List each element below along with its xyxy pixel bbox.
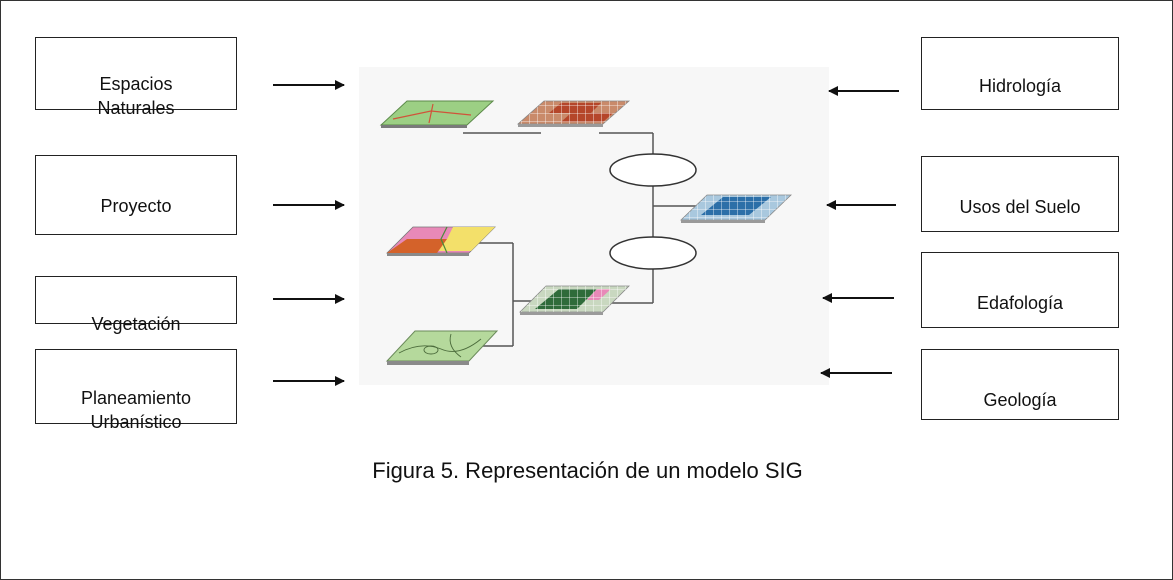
overlay-operator-lower (609, 236, 697, 270)
input-label: Hidrología (978, 76, 1062, 96)
input-box-usos-del-suelo: Usos del Suelo (921, 156, 1119, 232)
raster-layer-blue (680, 194, 792, 223)
input-label: Proyecto (100, 196, 172, 216)
raster-layer-red (516, 100, 631, 127)
input-label: Espacios Naturales (97, 74, 175, 118)
input-label: Usos del Suelo (959, 197, 1081, 217)
overlay-operator-upper (609, 153, 697, 187)
input-box-edafologia: Edafología (921, 252, 1119, 328)
raster-layer-green (519, 285, 630, 315)
input-box-hidrologia: Hidrología (921, 37, 1119, 110)
input-box-planeamiento-urbanistico: Planeamiento Urbanístico (35, 349, 237, 432)
overlay-connectors (463, 132, 701, 347)
figure-caption: Figura 5. Representación de un modelo SI… (372, 458, 803, 483)
input-box-geologia: Geología (921, 349, 1119, 420)
input-label: Vegetación (91, 314, 181, 334)
input-box-vegetacion: Vegetación (35, 276, 237, 334)
input-box-proyecto: Proyecto (35, 155, 237, 235)
map-layer-polygons (386, 226, 496, 256)
input-label: Edafología (976, 293, 1064, 313)
input-box-espacios-naturales: Espacios Naturales (35, 37, 237, 118)
map-layer-contours (385, 330, 499, 365)
map-layer-roads (379, 100, 495, 128)
input-label: Planeamiento Urbanístico (80, 388, 192, 432)
input-label: Geología (983, 390, 1057, 410)
